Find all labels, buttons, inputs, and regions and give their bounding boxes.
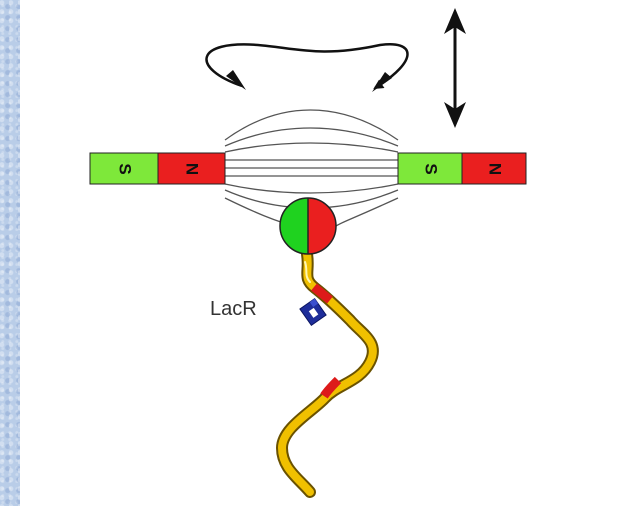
magnet-right-south-label: S	[422, 163, 441, 174]
magnet-left-north	[157, 152, 226, 185]
magnet-right-south	[397, 152, 463, 185]
lacr-protein-icon	[299, 297, 327, 327]
lacr-label: LacR	[210, 298, 257, 320]
dna-strand	[275, 248, 379, 498]
rotation-arrows-icon	[205, 42, 409, 90]
diagram-panel: S N S N	[20, 0, 635, 506]
magnet-left-south	[89, 152, 159, 185]
dna-markers	[311, 283, 342, 399]
magnet-left-north-label: N	[183, 163, 202, 175]
double-headed-arrow-icon	[444, 8, 466, 128]
magnetic-bead	[279, 197, 337, 255]
magnet-right: S N	[397, 152, 527, 185]
rotation-arrowhead-right	[372, 72, 392, 92]
magnet-left: S N	[89, 152, 226, 185]
magnet-left-south-label: S	[116, 163, 135, 174]
magnet-right-north-label: N	[486, 163, 505, 175]
rotation-arrowhead-left	[226, 70, 246, 90]
magnetic-tweezers-diagram: S N S N	[89, 8, 527, 498]
magnet-right-north	[461, 152, 527, 185]
